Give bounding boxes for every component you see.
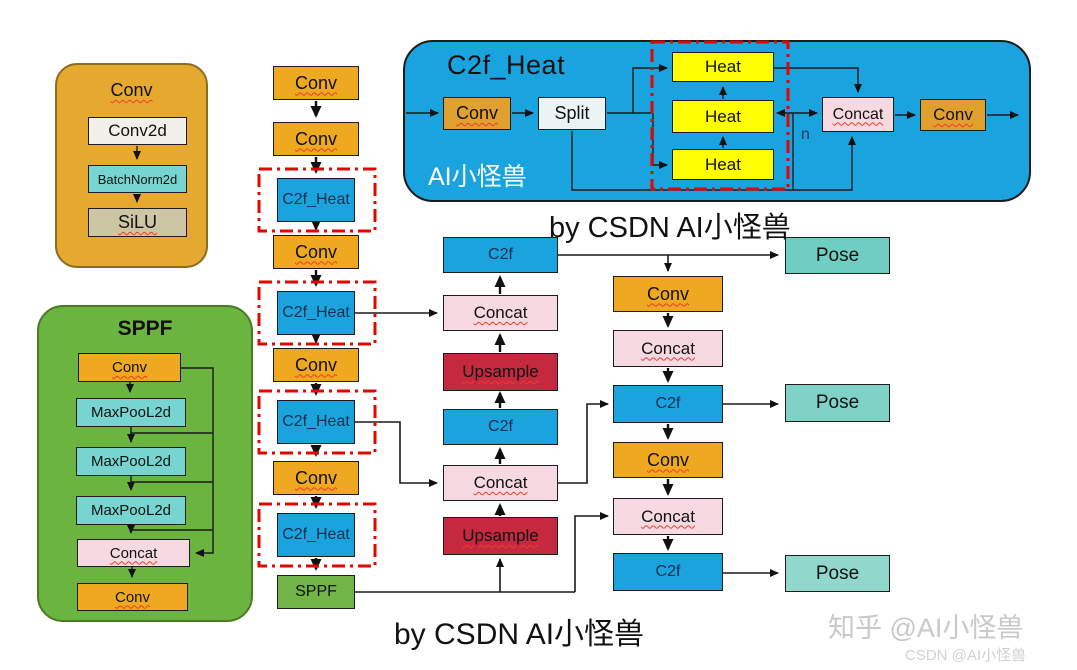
node-maxpool-3: MaxPooL2d (76, 496, 186, 525)
node-pose-middle: Pose (785, 384, 890, 422)
maxpool-3-label: MaxPooL2d (90, 502, 172, 519)
node-c2fheat-conv-in: Conv (443, 97, 511, 130)
sppf-conv-out-label: Conv (114, 588, 151, 606)
backbone-conv-1-label: Conv (294, 72, 338, 93)
neck-c2f-top-label: C2f (488, 246, 513, 263)
neck-upsample-top-label: Upsample (462, 362, 539, 381)
node-c2fheat-concat: Concat (822, 97, 894, 132)
backbone-c2f-heat-3-label: C2f_Heat (282, 413, 350, 430)
backbone-sppf-label: SPPF (295, 583, 337, 600)
caption-bottom: by CSDN AI小怪兽 (394, 618, 645, 651)
node-neck-concat-top: Concat (443, 295, 558, 331)
c2fheat-conv-out-label: Conv (933, 105, 973, 124)
node-maxpool-2: MaxPooL2d (76, 447, 186, 476)
node-backbone-conv-2: Conv (273, 122, 359, 156)
split-label: Split (554, 103, 590, 123)
node-head-c2f-mid: C2f (613, 385, 723, 423)
node-backbone-conv-3: Conv (273, 235, 359, 269)
node-backbone-conv-4: Conv (273, 348, 359, 382)
node-pose-bottom: Pose (785, 555, 890, 592)
c2fheat-conv-in-label: Conv (455, 103, 499, 123)
pose-bottom-label: Pose (815, 562, 860, 584)
node-sppf-conv-out: Conv (77, 583, 188, 611)
node-backbone-sppf: SPPF (277, 575, 355, 609)
conv-legend-title-label: Conv (110, 80, 153, 100)
head-c2f-mid-label: C2f (655, 395, 681, 412)
backbone-c2f-heat-2-label: C2f_Heat (282, 304, 350, 321)
neck-upsample-bottom-label: Upsample (462, 526, 539, 545)
c2f-heat-panel-title: C2f_Heat (447, 50, 566, 80)
neck-concat-top-label: Concat (473, 303, 528, 322)
node-silu: SiLU (88, 208, 187, 237)
node-head-concat-bottom: Concat (613, 498, 723, 535)
backbone-c2f-heat-4-label: C2f_Heat (282, 526, 350, 543)
neck-c2f-mid-label: C2f (488, 418, 513, 435)
head-conv-top-label: Conv (646, 283, 690, 304)
node-backbone-c2f-heat-1: C2f_Heat (277, 178, 355, 222)
node-backbone-conv-1: Conv (273, 66, 359, 100)
head-concat-bottom-label: Concat (641, 506, 695, 526)
node-neck-upsample-bottom: Upsample (443, 517, 558, 555)
brand-text: AI小怪兽 (428, 163, 527, 191)
node-split: Split (538, 97, 606, 130)
node-head-c2f-bottom: C2f (613, 553, 723, 591)
node-batchnorm2d: BatchNorm2d (88, 165, 187, 193)
node-neck-upsample-top: Upsample (443, 353, 558, 391)
sppf-concat-label: Concat (109, 544, 158, 562)
caption-top: by CSDN AI小怪兽 (549, 212, 791, 244)
node-heat-bottom: Heat (672, 149, 774, 180)
node-neck-c2f-mid: C2f (443, 409, 558, 445)
node-sppf-concat: Concat (77, 539, 190, 567)
pose-middle-label: Pose (815, 392, 860, 413)
conv-legend-title: Conv (55, 80, 208, 101)
silu-label: SiLU (117, 212, 157, 232)
sppf-legend-title: SPPF (117, 317, 173, 340)
node-conv2d: Conv2d (88, 117, 187, 145)
node-backbone-conv-5: Conv (273, 461, 359, 495)
heat-mid-label: Heat (705, 106, 741, 126)
heat-bottom-label: Heat (705, 154, 741, 174)
watermark-csdn: CSDN @AI小怪兽 (905, 647, 1027, 664)
backbone-conv-5-label: Conv (294, 467, 338, 488)
node-heat-mid: Heat (672, 100, 774, 133)
node-head-conv-mid: Conv (613, 442, 723, 478)
node-c2fheat-conv-out: Conv (920, 99, 986, 131)
watermark-zhihu: 知乎 @AI小怪兽 (828, 613, 1024, 643)
node-maxpool-1: MaxPooL2d (76, 398, 186, 427)
maxpool-1-label: MaxPooL2d (90, 404, 172, 421)
node-backbone-c2f-heat-2: C2f_Heat (277, 291, 355, 335)
node-backbone-c2f-heat-4: C2f_Heat (277, 513, 355, 557)
conv2d-label: Conv2d (108, 121, 167, 140)
node-neck-c2f-top: C2f (443, 237, 558, 273)
node-sppf-conv-in: Conv (78, 353, 181, 382)
node-backbone-c2f-heat-3: C2f_Heat (277, 400, 355, 444)
backbone-conv-3-label: Conv (294, 241, 338, 262)
node-head-concat-top: Concat (613, 330, 723, 367)
pose-top-label: Pose (815, 244, 860, 266)
c2fheat-concat-label: Concat (832, 105, 884, 123)
neck-concat-mid-label: Concat (473, 473, 528, 492)
head-concat-top-label: Concat (641, 338, 695, 358)
node-pose-top: Pose (785, 237, 890, 274)
node-head-conv-top: Conv (613, 276, 723, 312)
batchnorm2d-label: BatchNorm2d (97, 171, 178, 187)
backbone-conv-4-label: Conv (294, 354, 338, 375)
node-neck-concat-mid: Concat (443, 465, 558, 501)
head-c2f-bottom-label: C2f (655, 563, 681, 580)
sppf-conv-in-label: Conv (111, 359, 148, 376)
backbone-conv-2-label: Conv (294, 128, 338, 149)
node-heat-top: Heat (672, 52, 774, 82)
backbone-c2f-heat-1-label: C2f_Heat (282, 191, 350, 208)
n-repeat-label: n (801, 126, 810, 143)
heat-top-label: Heat (705, 57, 741, 76)
maxpool-2-label: MaxPooL2d (90, 453, 172, 470)
head-conv-mid-label: Conv (646, 449, 690, 470)
